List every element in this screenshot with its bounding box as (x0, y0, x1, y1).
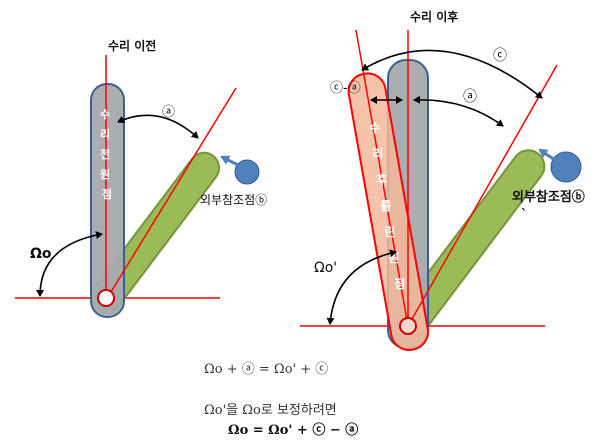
right-angled-line (407, 64, 558, 327)
left-angle-a-label: ⓐ (162, 105, 175, 120)
right-reference-label-tail: ˋ (521, 208, 528, 223)
left-pivot (97, 289, 115, 307)
equations: Ωo + ⓐ = Ωo' + ⓒ Ωo'을 Ωo로 보정하려면 Ωo = Ωo'… (204, 362, 358, 438)
left-angle-a-arc (117, 114, 199, 139)
right-reference-point (550, 151, 582, 183)
equation-2: Ωo = Ωo' + ⓒ − ⓐ (228, 422, 358, 438)
right-angle-a-label: ⓐ (463, 89, 477, 105)
right-pivot (399, 317, 417, 335)
left-reference-point (234, 159, 260, 185)
right-angle-a-arc (413, 95, 504, 127)
right-angle-c-arc (361, 49, 543, 99)
left-reference-label: 외부참조점ⓑ (200, 193, 267, 207)
left-angled-line (105, 87, 237, 301)
left-omega-label: Ωo (30, 246, 52, 262)
left-diagram: 수리 이전 수 리 전 원 점 ⓐ 외부참조점ⓑ Ωo (15, 38, 267, 318)
right-angle-c-minus-a-label: ⓒ-ⓐ (330, 81, 361, 96)
left-reference-arrow (220, 155, 239, 167)
right-angle-c-label: ⓒ (493, 48, 507, 64)
right-reference-arrow (538, 148, 556, 162)
right-omega-label: Ωo' (314, 260, 337, 276)
left-arm-label: 수 리 전 원 점 (100, 108, 114, 201)
right-reference-label: 외부참조점ⓑ (512, 189, 585, 205)
equation-note: Ωo'을 Ωo로 보정하려면 (204, 403, 337, 418)
right-diagram: 수리 이후 수 리 후 틀 린 원 점 ⓒ (300, 9, 585, 351)
right-title: 수리 이후 (410, 9, 458, 24)
equation-1: Ωo + ⓐ = Ωo' + ⓒ (204, 362, 328, 377)
left-omega-arc (36, 231, 103, 297)
right-omega-arc (326, 249, 397, 325)
left-title: 수리 이전 (108, 38, 156, 53)
